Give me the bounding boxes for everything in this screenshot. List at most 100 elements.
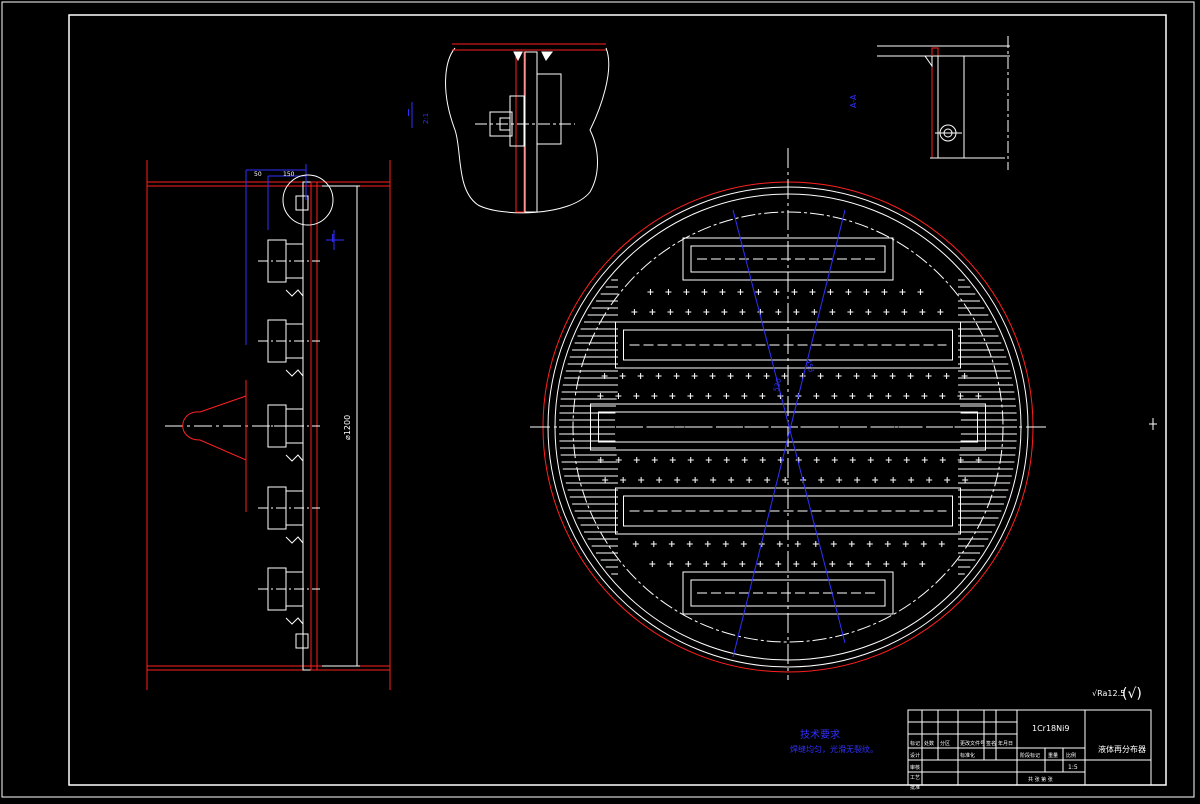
hole-mark [831,457,838,463]
hole-mark [739,561,746,567]
hole-mark [908,477,915,483]
roughness-symbol: √Ra12.5 [1092,689,1125,698]
hole-mark [962,477,969,483]
hole-mark [705,393,712,399]
hole-mark [793,309,800,315]
distributor-slot [615,321,961,369]
title-block-label: 工艺 [910,775,920,781]
hole-mark [741,393,748,399]
section-view-label: I [331,232,334,245]
hole-mark [703,309,710,315]
bolt [295,195,309,211]
hole-mark [597,457,604,463]
hole-mark [831,393,838,399]
hole-mark [881,289,888,295]
hole-mark [957,393,964,399]
hole-mark [883,561,890,567]
title-block-label: 分区 [940,740,950,747]
dim-diag-a: 530 [772,378,783,393]
hole-mark [925,373,932,379]
hole-mark [602,477,609,483]
title-block-label: 处数 [924,740,934,747]
hole-mark [709,373,716,379]
hole-mark [883,309,890,315]
hole-mark [633,393,640,399]
hole-mark [903,393,910,399]
hole-mark [791,289,798,295]
hole-mark [683,289,690,295]
hole-mark [674,477,681,483]
hole-mark [757,561,764,567]
hole-mark [686,541,693,547]
side-trough [258,486,320,544]
title-block-label: 年月日 [998,740,1013,747]
hole-mark [665,289,672,295]
hole-mark [795,457,802,463]
hole-mark [849,457,856,463]
hole-mark [829,309,836,315]
hole-mark [917,289,924,295]
section-view-a [877,36,1010,170]
hole-mark [668,541,675,547]
hole-mark [903,457,910,463]
title-block-label: 重量 [1048,752,1058,759]
hole-mark [865,561,872,567]
title-block-label: 更改文件号 [960,740,985,747]
hole-mark [673,373,680,379]
hole-mark [651,393,658,399]
hole-mark [773,289,780,295]
hole-mark [759,457,766,463]
title-block-label: 设计 [910,752,920,759]
title-block [907,709,1152,786]
hole-mark [944,477,951,483]
hole-mark [975,457,982,463]
hole-mark [847,309,854,315]
hole-mark [827,289,834,295]
hole-mark [719,289,726,295]
hole-mark [853,373,860,379]
hole-mark [889,373,896,379]
remaining-symbol: (√) [1122,686,1142,702]
distributor-slot [682,571,894,615]
hole-mark [632,541,639,547]
hole-mark [782,477,789,483]
hole-mark [776,541,783,547]
hole-mark [867,457,874,463]
hole-mark [818,477,825,483]
part-name-text: 液体再分布器 [1098,744,1146,754]
hole-mark [746,477,753,483]
hole-mark [872,477,879,483]
side-trough [258,319,320,377]
hole-mark [739,309,746,315]
hole-mark [775,561,782,567]
scale-text: 1:5 [1068,764,1078,771]
hole-mark [938,541,945,547]
sheet-inner-frame [68,14,1167,786]
hole-mark [647,289,654,295]
hole-mark [667,309,674,315]
hole-mark [863,289,870,295]
hole-mark [651,457,658,463]
title-block-label: 阶段标记 [1020,752,1040,759]
hole-mark [764,477,771,483]
title-block-label: 签名 [986,740,996,747]
hole-mark [691,373,698,379]
hole-mark [854,477,861,483]
hole-mark [637,373,644,379]
hole-mark [687,457,694,463]
hole-mark [919,309,926,315]
detail-view-i [445,43,610,214]
hole-mark [755,289,762,295]
hole-mark [727,373,734,379]
hole-mark [867,393,874,399]
hole-mark [902,541,909,547]
hole-mark [685,309,692,315]
hole-mark [615,457,622,463]
section-label: A-A [849,94,858,108]
dim-top-left-text: 50 [254,171,262,178]
hole-mark [865,309,872,315]
hole-mark [847,561,854,567]
hole-mark [705,457,712,463]
hole-mark [722,541,729,547]
